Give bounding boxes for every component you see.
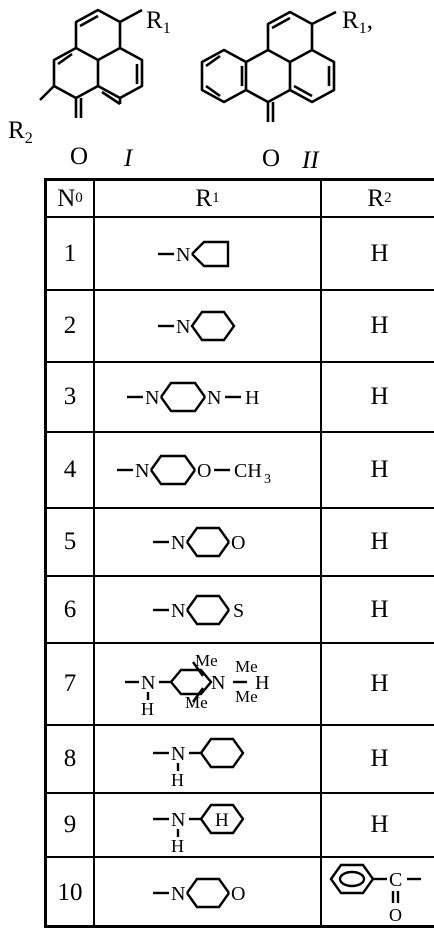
structure-drawings [39, 8, 337, 122]
n-atom: N [141, 672, 155, 694]
structure-ii-label: II [302, 147, 319, 174]
table-row: 3 N N H H [47, 363, 434, 433]
structure-i-oxygen: O [70, 143, 89, 170]
r2-value: H [370, 670, 389, 697]
n-atom: N [207, 387, 221, 409]
o-atom: O [231, 883, 245, 905]
methyl-label: Me [235, 687, 258, 706]
table-row: 1 N H [47, 218, 434, 291]
c-atom: C [389, 869, 402, 891]
h-atom: H [245, 387, 259, 409]
subscript-three: 3 [264, 472, 271, 487]
table-row: 10 N O C O [47, 858, 434, 928]
n-atom: N [211, 672, 225, 694]
row-number: 5 [47, 509, 95, 575]
r2-value: H [370, 383, 389, 410]
r2-value: H [370, 239, 389, 267]
structure-ii-oxygen: O [262, 145, 281, 172]
methyl-label: Me [235, 657, 258, 676]
row-number: 4 [47, 433, 95, 507]
azetidine-ring: N [157, 240, 229, 267]
r1-structure: N O [95, 858, 322, 928]
ring-h-label: H [215, 810, 229, 831]
h-atom: H [255, 672, 269, 694]
row-number: 2 [47, 291, 95, 361]
r1-structure: N O CH 3 [95, 433, 322, 507]
structure-ii-drawing [200, 10, 337, 122]
r1-structure: N H Me Me N Me Me H [95, 644, 322, 724]
r1-structure: N H [95, 726, 322, 792]
table-row: 9 N H H H [47, 794, 434, 858]
row-number: 10 [47, 858, 95, 928]
structure-ii-r1-label: R1, [342, 7, 373, 37]
row-number: 9 [47, 794, 95, 856]
thiomorpholine-ring: N S [152, 594, 244, 625]
n-atom: N [171, 743, 185, 765]
r2-value: H [370, 745, 389, 772]
r2-structure: C O [322, 858, 434, 928]
tetramethylpiperidine-group: N H Me Me N Me Me H [124, 651, 269, 719]
methoxy-ring: N O CH 3 [116, 454, 271, 487]
n-atom: N [176, 244, 190, 266]
row-number: 7 [47, 644, 95, 724]
morpholine-ring: N O [152, 526, 245, 558]
row-number: 3 [47, 363, 95, 431]
r2-value: H [370, 456, 389, 483]
n-atom: N [135, 460, 149, 482]
methyl-label: Me [195, 651, 218, 670]
structure-i-r2-label: R2 [8, 117, 33, 147]
r1-structure: N O [95, 509, 322, 575]
o-atom: O [389, 905, 402, 925]
n-atom: N [171, 883, 185, 905]
s-atom: S [233, 600, 244, 622]
row-number: 8 [47, 726, 95, 792]
piperidine-ring: N [157, 310, 235, 342]
structure-i-label: I [124, 145, 133, 172]
h-atom: H [141, 699, 154, 719]
n-atom: N [171, 809, 185, 831]
table-row: 8 N H H [47, 726, 434, 794]
benzoyl-group: C O [329, 863, 421, 925]
methyl-label: Me [185, 693, 208, 712]
hydrogenated-ring-amino-group: N H H [152, 803, 244, 856]
piperazine-ring: N N H [126, 381, 259, 413]
r1-structure: N H H [95, 794, 322, 856]
table-row: 4 N O CH 3 H [47, 433, 434, 509]
n-atom: N [171, 532, 185, 554]
table-row: 6 N S H [47, 577, 434, 644]
r2-value: H [370, 528, 389, 555]
o-atom: O [197, 460, 211, 482]
r1-structure: N [95, 218, 322, 289]
row-number: 1 [47, 218, 95, 289]
n-atom: N [145, 387, 159, 409]
structures-area: R1 R2 O I R1, O II [0, 0, 434, 178]
r2-value: H [370, 811, 389, 838]
o-atom: O [231, 532, 245, 554]
table-row: 5 N O H [47, 509, 434, 577]
structure-i-drawing [39, 8, 144, 118]
morpholine-ring: N O [152, 877, 245, 909]
h-atom: H [171, 836, 184, 856]
table-row: 7 N H Me Me N Me Me H H [47, 644, 434, 726]
r1-structure: N N H [95, 363, 322, 431]
r1-structure: N S [95, 577, 322, 642]
row-number: 6 [47, 577, 95, 642]
n-atom: N [176, 316, 190, 338]
ch-group: CH [234, 460, 262, 482]
table-row: 2 N H [47, 291, 434, 363]
n-atom: N [171, 600, 185, 622]
structure-i-r1-label: R1 [146, 7, 171, 37]
r2-value: H [370, 312, 389, 339]
h-atom: H [171, 770, 184, 790]
cyclohexylamino-group: N H [152, 737, 244, 790]
r2-value: H [370, 595, 389, 623]
r1-structure: N [95, 291, 322, 361]
